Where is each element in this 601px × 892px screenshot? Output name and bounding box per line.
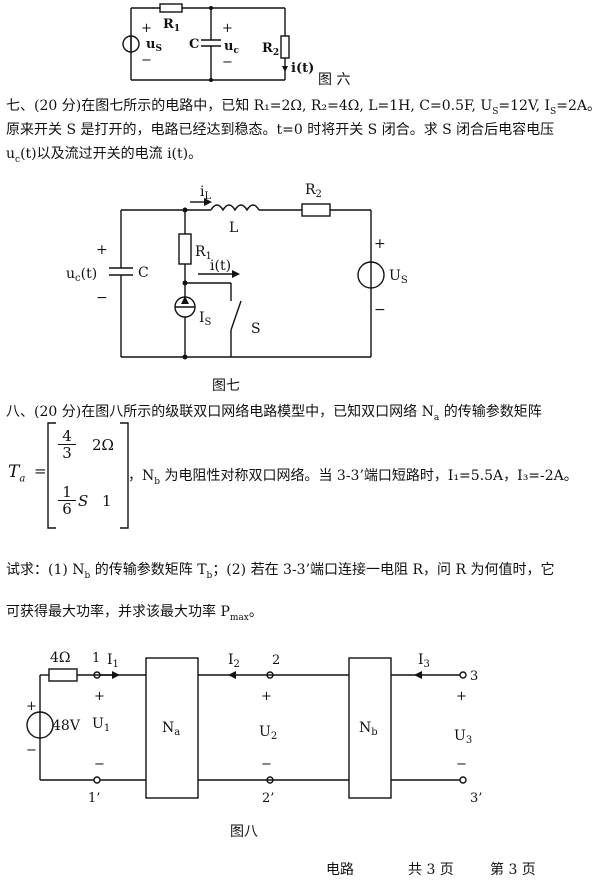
fig8-src-minus: − (26, 743, 37, 758)
fig8-u1-minus: − (94, 757, 105, 772)
fig8-node-2: 2 (272, 653, 280, 668)
fig7-il-label: iL (200, 184, 211, 202)
fig8-node-1: 1 (92, 651, 100, 666)
fig6-c-label: C (189, 37, 199, 52)
q8-line2: ，Nb 为电阻性对称双口网络。当 3-3’端口短路时，I₁=5.5A，I₃=-2… (128, 468, 578, 487)
fig6-plus-c: + (222, 21, 233, 36)
fig8-node-3p: 3’ (470, 791, 482, 806)
fig6-minus-c: − (222, 55, 233, 70)
fig8-terminal-2p (266, 776, 274, 784)
fig8-node-3: 3 (470, 669, 478, 684)
matrix-bracket-right (120, 422, 129, 529)
m22-value: 1 (102, 492, 112, 510)
fig8-node-2p: 2’ (262, 791, 274, 806)
fig7-r1-resistor (178, 233, 192, 265)
fig8-u2-label: U2 (259, 724, 277, 742)
fig8-na-box (145, 657, 199, 799)
fig8-i2-label: I2 (228, 652, 240, 670)
fig6-caption: 图 六 (318, 72, 350, 88)
fig7-it-label: i(t) (210, 258, 231, 274)
fig8-u1-plus: + (94, 689, 105, 704)
fig6-it-label: i(t) (291, 61, 314, 76)
fig7-minus-right: − (374, 302, 386, 318)
fig8-i3-label: I3 (418, 652, 430, 670)
fig7-is-label: IS (199, 310, 212, 328)
q7-line2: 原来开关 S 是打开的，电路已经达到稳态。t=0 时将开关 S 闭合。求 S 闭… (6, 122, 555, 138)
fig8-terminal-1p (93, 776, 101, 784)
exam-page: R1 + uS − C + uc − R2 i(t) 图 六 七、(20 分)在… (6, 3, 601, 878)
q8-line4: 可获得最大功率，并求该最大功率 Pmax。 (6, 604, 263, 623)
fig8-terminal-3p (459, 776, 467, 784)
fig7-inductor (210, 204, 260, 212)
fig8-i1-label: I1 (107, 652, 119, 670)
fig7-s-label: S (251, 321, 261, 337)
fig7-l-label: L (229, 220, 238, 236)
fig8-src-plus: + (26, 699, 37, 714)
fig8-node-1p: 1’ (88, 791, 100, 806)
fig8-u1-label: U1 (92, 716, 110, 734)
q7-line3: uc(t)以及流过开关的电流 i(t)。 (6, 146, 203, 165)
fig6-r2-label: R2 (262, 41, 279, 58)
fig7-plus-left: + (96, 242, 108, 258)
fig7-r1-label: R1 (195, 244, 212, 262)
fig8-nb-label: Nb (359, 720, 378, 738)
fig8-u3-label: U3 (454, 728, 472, 746)
q8-line3: 试求：(1) Nb 的传输参数矩阵 Tb；(2) 若在 3-3’端口连接一电阻 … (6, 562, 555, 581)
m21-unit: S (78, 492, 89, 510)
footer-subject: 电路 (326, 862, 354, 878)
matrix-bracket-left (47, 422, 56, 529)
fig7-switch (230, 300, 242, 331)
fig6-us-label: uS (146, 37, 162, 54)
fig8-terminal-3 (459, 671, 467, 679)
fig6-uc-label: uc (224, 39, 239, 56)
fig8-u2-minus: − (261, 757, 272, 772)
fig6-r1-resistor (159, 3, 183, 13)
figure-7-circuit: iL L R2 R1 i(t) IS S + uc(t) C − + US − … (66, 182, 408, 394)
fig7-minus-left: − (96, 290, 108, 306)
fig8-terminal-2 (266, 671, 274, 679)
fig8-caption: 图八 (230, 824, 258, 840)
fig8-u2-plus: + (261, 689, 272, 704)
fig7-r2-resistor (301, 203, 331, 217)
fig8-na-label: Na (162, 720, 180, 738)
fig7-plus-right: + (374, 236, 386, 252)
footer-page: 第 3 页 (490, 862, 536, 878)
fig7-us-label: US (389, 268, 408, 286)
fig6-r2-resistor (280, 35, 290, 59)
fig8-u3-minus: − (456, 757, 467, 772)
fig6-plus-left: + (141, 21, 152, 36)
fig8-4ohm-resistor (48, 668, 78, 682)
fig8-48v-label: 48V (52, 718, 81, 734)
fig8-4ohm-label: 4Ω (50, 650, 71, 666)
fig6-minus-left: − (141, 53, 152, 68)
fig7-uc-label: uc(t) (66, 266, 97, 284)
figure-8-circuit: 4Ω + 48V − 1 I1 + U1 − 1’ Na I2 2 + U2 −… (26, 650, 482, 840)
figure-6-circuit: R1 + uS − C + uc − R2 i(t) 图 六 (122, 3, 350, 88)
fig7-r2-label: R2 (305, 182, 322, 200)
fig7-c-label: C (138, 265, 149, 281)
q7-line1: 七、(20 分)在图七所示的电路中，已知 R₁=2Ω, R₂=4Ω, L=1H,… (6, 98, 601, 117)
fig7-caption: 图七 (212, 378, 240, 394)
fig6-r1-label: R1 (163, 17, 180, 34)
fig8-u3-plus: + (456, 689, 467, 704)
footer-total: 共 3 页 (408, 862, 454, 878)
fig8-nb-box (348, 657, 392, 799)
m12-value: 2Ω (92, 436, 114, 454)
q8-line1: 八、(20 分)在图八所示的级联双口网络电路模型中，已知双口网络 Na 的传输参… (6, 404, 542, 423)
